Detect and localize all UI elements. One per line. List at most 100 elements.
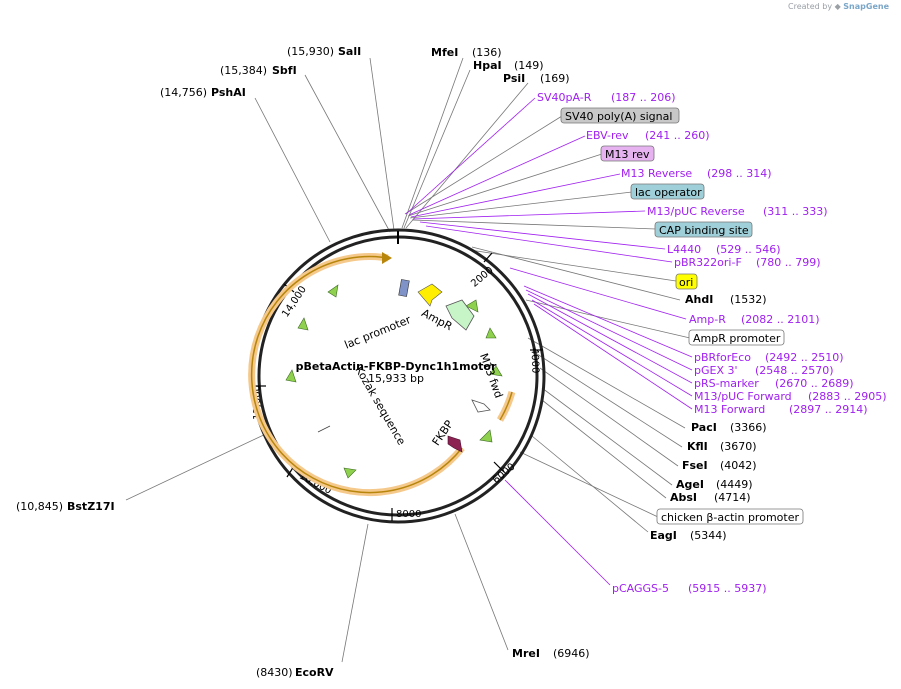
tick-label-8000: 8000 [396,509,421,520]
primer-range-m13-forward: (2897 .. 2914) [789,403,868,416]
feature-label-sv40-polya: SV40 poly(A) signal [565,110,672,123]
connector-lac-operator [409,191,633,219]
enzyme-name-bstz17i: BstZ17I [67,500,115,513]
primer-labels: SV40pA-R (187 .. 206) EBV-rev (241 .. 26… [537,91,887,595]
connector-pbr322ori-f [425,225,673,263]
enzyme-name-agei: AgeI [676,478,704,491]
connector-agei [541,387,673,486]
orf-arc-right-core [499,391,513,421]
connector-m13-puc-forward [531,299,693,397]
primer-range-amp-r: (2082 .. 2101) [741,313,820,326]
primer-name-m13-forward: M13 Forward [694,403,765,416]
connector-ebv-rev [408,135,586,216]
connector-mrei [454,513,509,651]
primer-name-pgex3: pGEX 3' [694,364,738,377]
primer-range-m13-puc-forward: (2883 .. 2905) [808,390,887,403]
connector-sv40pa-r [405,97,536,215]
primer-name-l4440: L4440 [667,243,701,256]
feature-box-cap-site [654,221,753,238]
primer-range-pbrforeco: (2492 .. 2510) [765,351,844,364]
connector-cap-site [411,219,657,230]
connector-pbrforeco [523,285,693,358]
connector-hpai [403,69,471,229]
enzyme-name-psii: PsiI [503,72,525,85]
tick-2000 [483,252,493,263]
feature-labels: SV40 poly(A) signal M13 rev lac operator… [560,107,804,525]
label-connector-lines [125,57,693,663]
tick-label-4000: 4000 [529,348,541,374]
snapgene-logo-icon: ◆ [834,2,841,11]
orf-arrow-head [382,252,392,264]
primer-range-pgex3: (2548 .. 2570) [755,364,834,377]
primer-connectors [405,97,693,586]
enzyme-pos-ecorv: (8430) [256,666,293,679]
primer-name-m13-puc-reverse: M13/pUC Reverse [647,205,745,218]
enzyme-pos-eagi: (5344) [690,529,727,542]
feature-box-ampr-promoter [688,329,785,346]
enzyme-pos-pshai: (14,756) [160,86,207,99]
enzyme-pos-fsei: (4042) [720,459,757,472]
connector-pgex3 [525,289,693,371]
enzyme-name-pshai: PshAI [211,86,246,99]
enzyme-pos-ahdi: (1532) [730,293,767,306]
connector-eagi [531,435,649,533]
snapgene-watermark: Created by ◆ SnapGene [788,2,889,11]
connector-ecorv [341,523,369,663]
enzyme-name-mrei: MreI [512,647,540,660]
enzyme-name-paci: PacI [691,421,717,434]
enzyme-pos-paci: (3366) [730,421,767,434]
enzyme-name-sali: SalI [338,45,361,58]
feature-label-ampr-promoter: AmpR promoter [693,332,781,345]
plasmid-name: pBetaActin-FKBP-Dync1h1motor [296,360,497,373]
enzyme-name-ecorv: EcoRV [295,666,334,679]
connector-m13-reverse [410,173,621,218]
connector-amp-r [509,267,687,320]
green-arrow-icon [465,299,479,313]
watermark-brand: SnapGene [843,2,889,11]
enzyme-pos-sali: (15,930) [287,45,334,58]
green-arrow-icon [285,369,297,383]
primer-range-pcaggs-5: (5915 .. 5937) [688,582,767,595]
enzyme-name-fsei: FseI [682,459,708,472]
connector-sv40-polya [404,115,563,215]
primer-name-pbr322ori-f: pBR322ori-F [674,256,742,269]
green-arrow-icon [485,327,497,339]
green-arrow-icon [297,317,309,331]
ampr-arrow [445,299,475,331]
primer-name-m13-puc-forward: M13/pUC Forward [694,390,792,403]
tick-6000 [493,461,505,473]
enzyme-name-absi: AbsI [670,491,697,504]
fkbp-arrow [447,435,463,453]
enzyme-pos-mfei: (136) [472,46,502,59]
feature-box-cba-promoter [656,508,804,525]
connector-pcaggs-5 [504,479,611,586]
feature-label-ori: ori [679,276,693,289]
connector-fsei [539,367,679,467]
connector-bstz17i [125,431,271,501]
enzyme-name-mfei: MfeI [431,46,458,59]
primer-range-m13-puc-reverse: (311 .. 333) [763,205,828,218]
connector-mfei [401,57,464,229]
enzyme-pos-sbfi: (15,384) [220,64,267,77]
primer-name-m13-reverse: M13 Reverse [621,167,692,180]
primer-range-ebv-rev: (241 .. 260) [645,129,710,142]
m13-fwd-marker [471,399,491,413]
green-arrow-icon [343,467,357,479]
feature-box-ori [675,273,698,290]
enzyme-pos-hpai: (149) [514,59,544,72]
enzyme-pos-bstz17i: (10,845) [16,500,63,513]
primer-name-sv40pa-r: SV40pA-R [537,91,592,104]
primer-range-prs-marker: (2670 .. 2689) [775,377,854,390]
feature-label-m13-rev: M13 rev [605,148,650,161]
green-arrow-icon [327,284,339,298]
connector-m13-rev [407,153,603,217]
connector-sali [369,57,395,231]
kozak-pointer [317,425,331,433]
feature-box-sv40-polya [560,107,680,124]
feature-label-cap-site: CAP binding site [659,224,749,237]
enzyme-labels: (15,930) SalI (15,384) SbfI (14,756) Psh… [16,45,767,679]
connector-kfli [533,351,683,448]
primer-name-prs-marker: pRS-marker [694,377,759,390]
enzyme-name-hpai: HpaI [473,59,502,72]
enzyme-name-ahdi: AhdI [685,293,713,306]
